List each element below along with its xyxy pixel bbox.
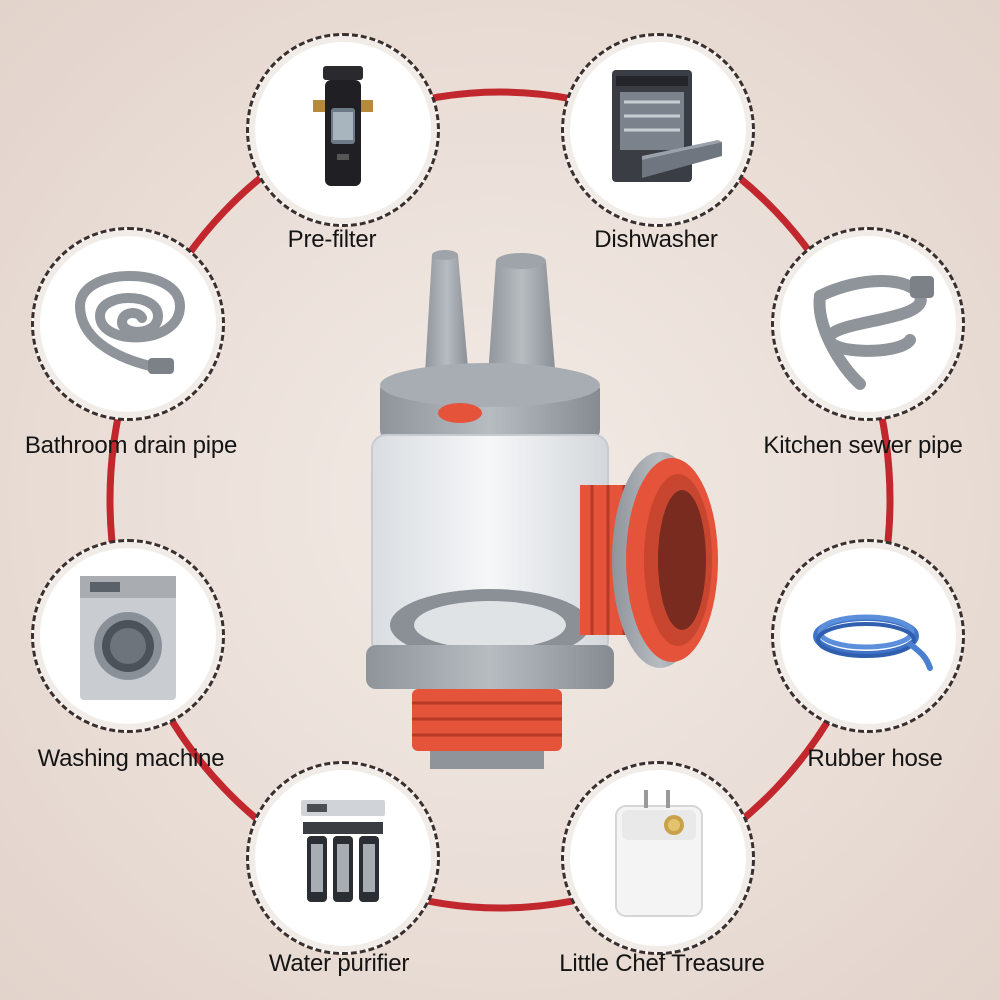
drain-pipe-icon <box>75 271 186 374</box>
water-purifier-label: Water purifier <box>268 950 410 977</box>
washing-machine-label: Washing machine <box>37 745 225 772</box>
rubber-hose-icon <box>813 614 933 671</box>
sewer-pipe-icon <box>813 275 934 390</box>
washing-machine-badge <box>31 539 225 733</box>
rubber-hose-label: Rubber hose <box>807 745 943 772</box>
dishwasher-icon <box>612 70 722 182</box>
little-chef-treasure-label: Little Chef Treasure <box>559 950 765 977</box>
water-purifier-icon <box>301 800 385 902</box>
dishwasher-label: Dishwasher <box>594 226 718 253</box>
bathroom-drain-pipe-label: Bathroom drain pipe <box>24 432 238 459</box>
little-chef-treasure-badge <box>561 761 755 955</box>
kitchen-sewer-pipe-label: Kitchen sewer pipe <box>763 432 963 459</box>
dishwasher-badge <box>561 33 755 227</box>
pre-filter-icon <box>313 66 373 186</box>
kitchen-sewer-pipe-badge <box>771 227 965 421</box>
bathroom-drain-pipe-badge <box>31 227 225 421</box>
water-heater-icon <box>615 790 703 917</box>
washing-machine-icon <box>80 576 176 700</box>
pre-filter-label: Pre-filter <box>287 226 377 253</box>
rubber-hose-badge <box>771 539 965 733</box>
filter-drain-connector-icon <box>366 250 718 769</box>
water-purifier-badge <box>246 761 440 955</box>
pre-filter-badge <box>246 33 440 227</box>
